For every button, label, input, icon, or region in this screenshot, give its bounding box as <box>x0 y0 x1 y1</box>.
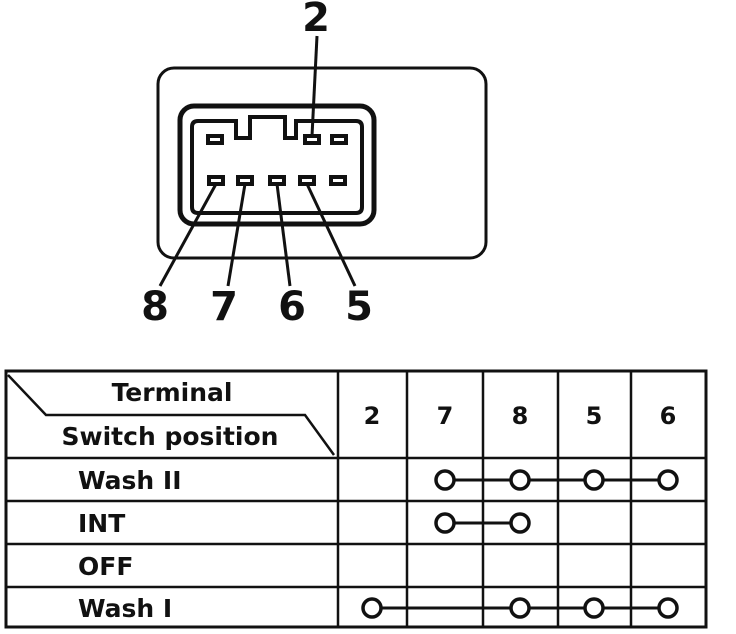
connector-pins <box>206 134 348 186</box>
row-labels: Wash II INT OFF Wash I <box>78 466 182 623</box>
pin-bottom-7 <box>236 175 254 186</box>
leader-line-8 <box>158 183 218 287</box>
connector-drawing <box>156 66 488 260</box>
connector-socket-outer <box>177 103 377 227</box>
connection-dot-wash-i-2 <box>361 597 383 619</box>
pin-label-8: 8 <box>141 284 169 330</box>
connection-dot-int-7 <box>434 512 456 534</box>
header-terminal: Terminal <box>112 378 233 407</box>
row-label-wash-i: Wash I <box>78 594 172 623</box>
row-label-off: OFF <box>78 552 133 581</box>
terminal-header-8: 8 <box>512 402 529 430</box>
pin-bottom-8 <box>207 175 225 186</box>
connection-dot-int-8 <box>509 512 531 534</box>
connection-dot-wash-i-8 <box>509 597 531 619</box>
leader-lines <box>158 35 357 287</box>
header-switch-position: Switch position <box>62 422 279 451</box>
connection-dot-wash-ii-6 <box>657 469 679 491</box>
continuity-table: Terminal Switch position 2 7 8 5 6 Wash II IN… <box>4 369 708 629</box>
pin-top-3 <box>330 134 348 145</box>
row-label-wash-ii: Wash II <box>78 466 182 495</box>
connection-dot-wash-i-6 <box>657 597 679 619</box>
connection-dot-wash-i-5 <box>583 597 605 619</box>
row-label-int: INT <box>78 509 125 538</box>
pin-bottom-6 <box>268 175 286 186</box>
leader-line-6 <box>275 183 292 287</box>
terminal-headers: 2 7 8 5 6 <box>364 402 677 430</box>
continuity-connections <box>361 469 679 619</box>
pin-bottom-5 <box>298 175 316 186</box>
pin-bottom-extra <box>329 175 347 186</box>
terminal-header-2: 2 <box>364 402 381 430</box>
leader-line-7 <box>226 183 247 287</box>
connection-dot-wash-ii-8 <box>509 469 531 491</box>
pin-label-5: 5 <box>345 284 373 330</box>
header-diagonal-divider <box>7 374 336 456</box>
terminal-header-5: 5 <box>586 402 603 430</box>
table-grid <box>6 371 706 627</box>
connector-outer-housing <box>156 66 488 260</box>
connector-socket-inner <box>190 115 364 215</box>
pin-label-6: 6 <box>278 284 306 330</box>
connection-dot-wash-ii-7 <box>434 469 456 491</box>
pin-label-top: 2 <box>302 0 330 41</box>
leader-line-5 <box>305 183 357 287</box>
pin-top-2 <box>303 134 321 145</box>
pin-label-7: 7 <box>210 284 238 330</box>
terminal-header-6: 6 <box>660 402 677 430</box>
table-border <box>4 369 708 629</box>
terminal-header-7: 7 <box>437 402 454 430</box>
pin-top-1 <box>206 134 224 145</box>
connection-dot-wash-ii-5 <box>583 469 605 491</box>
leader-line-2 <box>310 35 319 137</box>
